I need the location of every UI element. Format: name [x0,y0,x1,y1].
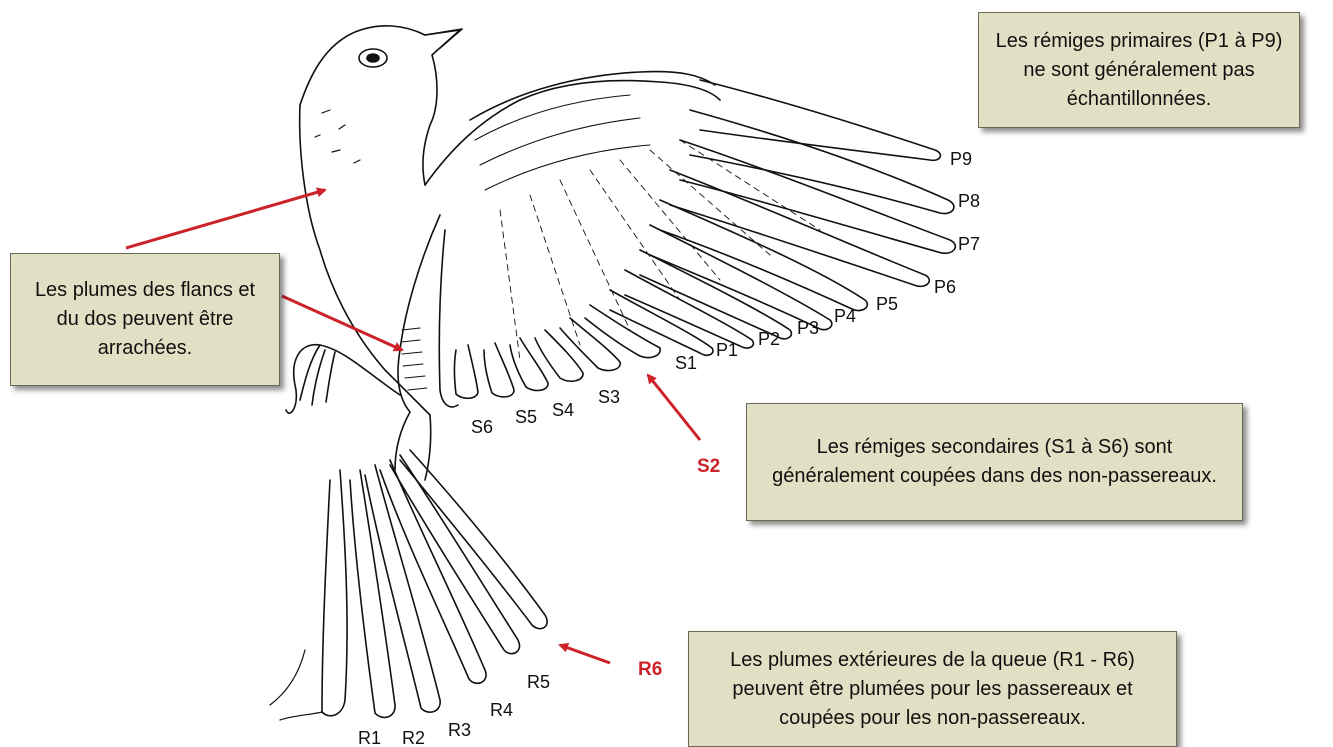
label-p1: P1 [716,340,738,360]
bird-back [425,81,720,185]
feather-s1 [585,305,660,358]
label-p3: P3 [797,318,819,338]
label-p8: P8 [958,191,980,211]
label-p7: P7 [958,234,980,254]
feather-s5 [484,343,514,397]
feather-r5 [390,455,520,654]
arrow-r6 [560,645,610,663]
label-s4: S4 [552,400,574,420]
feather-p3 [640,250,791,339]
label-p4: P4 [834,306,856,326]
label-p5: P5 [876,294,898,314]
feather-s6 [455,345,479,398]
note-tail-text: Les plumes extérieures de la queue (R1 -… [703,646,1162,733]
bird-drawing [270,26,955,720]
feather-p7 [680,140,955,253]
arrow-flanks-lower [282,296,402,350]
feather-r4 [380,460,486,683]
label-s6: S6 [471,417,493,437]
label-r2: R2 [402,728,425,747]
wing-leading-edge [470,72,715,120]
bird-foot [300,345,335,405]
note-secondaries-text: Les rémiges secondaires (S1 à S6) sont g… [761,433,1228,491]
note-flanks: Les plumes des flancs et du dos peuvent … [10,253,280,386]
label-s3: S3 [598,387,620,407]
feather-p8 [690,110,954,214]
label-r1: R1 [358,728,381,747]
feather-r1 [322,470,347,716]
callout-s2: S2 [697,456,720,477]
label-r4: R4 [490,700,513,720]
feather-p4 [650,225,832,330]
rectrix-labels: R1 R2 R3 R4 R5 [358,672,550,747]
label-p9: P9 [950,149,972,169]
label-p2: P2 [758,329,780,349]
label-r3: R3 [448,720,471,740]
note-primaries-text: Les rémiges primaires (P1 à P9) ne sont … [993,27,1285,114]
note-primaries: Les rémiges primaires (P1 à P9) ne sont … [978,12,1300,128]
wing-coverts [475,95,650,190]
bird-underside [270,650,322,720]
arrow-flanks-upper [126,190,325,248]
label-r5: R5 [527,672,550,692]
bird-head-marks [315,110,360,163]
bird-leg [286,345,400,414]
feather-p5 [660,200,867,311]
bird-flank [398,215,440,412]
note-secondaries: Les rémiges secondaires (S1 à S6) sont g… [746,403,1243,521]
tail-base [395,412,431,480]
label-s1: S1 [675,353,697,373]
label-p6: P6 [934,277,956,297]
bird-beak [425,29,462,48]
flank-hatch [401,328,427,390]
arrow-s2 [648,375,700,440]
bird-pupil [367,54,379,62]
callout-r6: R6 [638,659,662,680]
note-flanks-text: Les plumes des flancs et du dos peuvent … [25,276,265,363]
feather-s4 [510,338,548,390]
feather-p1 [610,290,713,355]
note-tail: Les plumes extérieures de la queue (R1 -… [688,631,1177,747]
label-s5: S5 [515,407,537,427]
feather-s2 [560,318,620,370]
feather-p9 [700,80,940,160]
primary-labels: P1 P2 P3 P4 P5 P6 P7 P8 P9 [716,149,980,360]
